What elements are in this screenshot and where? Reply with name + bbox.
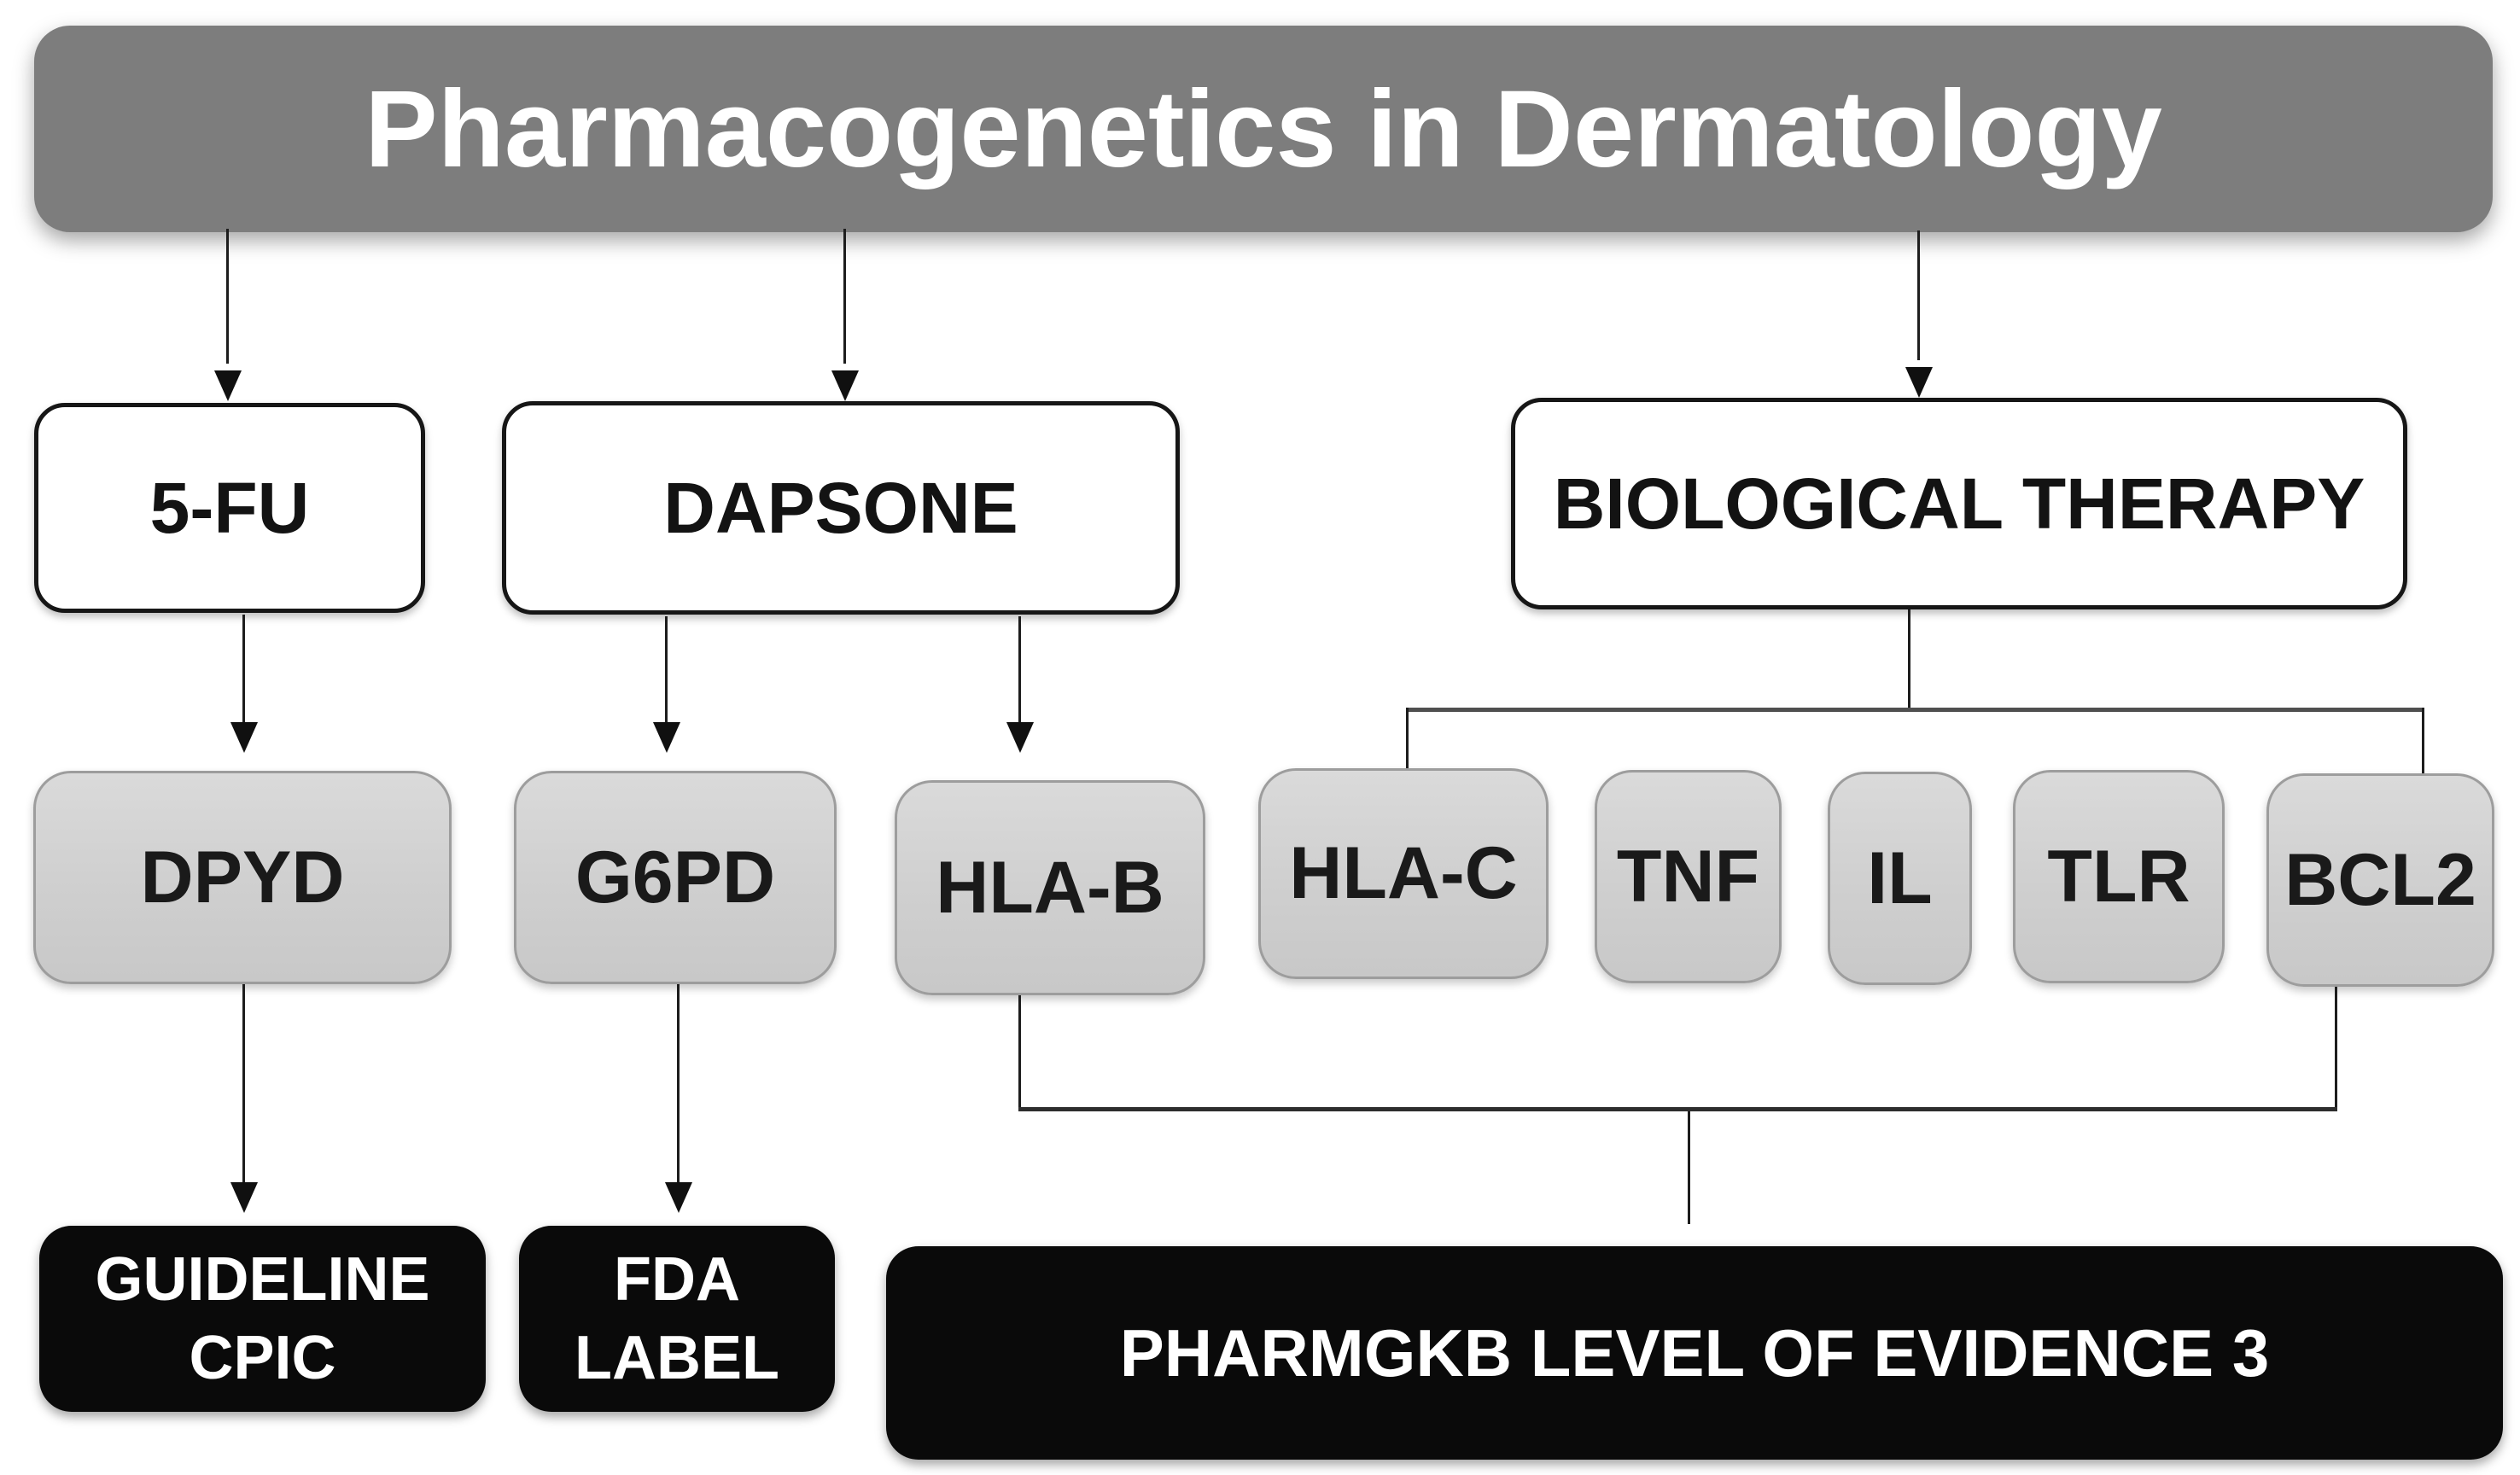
node-hla-b: HLA-B [895, 780, 1205, 995]
node-dpyd: DPYD [33, 771, 452, 984]
arrowhead-5fu-to-dpyd [230, 722, 258, 753]
node-biological-therapy: BIOLOGICAL THERAPY [1511, 398, 2407, 609]
connector-dapsone-to-g6pd [665, 616, 668, 722]
node-hla-b-label: HLA-B [936, 846, 1164, 929]
connector-hla-b-to-bracket [1018, 995, 1021, 1110]
node-guideline-cpic-line2: CPIC [189, 1324, 336, 1392]
connector-bracket-to-hla-c [1406, 708, 1409, 772]
connector-bcl2-to-bracket [2335, 987, 2337, 1110]
node-tlr-label: TLR [2047, 835, 2190, 918]
connector-dapsone-to-hla-b [1018, 616, 1021, 722]
node-pharmgkb-level-3: PHARMGKB LEVEL OF EVIDENCE 3 [886, 1246, 2503, 1460]
connector-bracket-to-bcl2 [2422, 708, 2424, 777]
connector-title-to-dapsone [843, 229, 846, 364]
arrowhead-dapsone-to-g6pd [653, 722, 680, 753]
connector-title-to-biological-therapy [1917, 230, 1920, 360]
node-dapsone: DAPSONE [502, 401, 1180, 615]
node-biological-therapy-label: BIOLOGICAL THERAPY [1553, 463, 2365, 544]
node-il-label: IL [1867, 837, 1933, 919]
node-dapsone-label: DAPSONE [663, 467, 1018, 548]
connector-biological-therapy-bracket [1407, 708, 2424, 712]
node-guideline-cpic-line1: GUIDELINE [95, 1245, 430, 1314]
node-g6pd: G6PD [514, 771, 837, 984]
connector-5fu-to-dpyd [242, 615, 245, 722]
title-banner: Pharmacogenetics in Dermatology [34, 26, 2493, 232]
node-hla-c-label: HLA-C [1289, 832, 1518, 914]
connector-biological-therapy-stub [1908, 609, 1910, 710]
arrowhead-title-to-biological-therapy [1905, 367, 1933, 398]
node-il: IL [1828, 772, 1972, 985]
node-5fu-label: 5-FU [149, 467, 310, 548]
connector-pharmgkb-bracket [1018, 1107, 2337, 1111]
node-fda-label-line2: LABEL [575, 1324, 779, 1392]
arrowhead-title-to-dapsone [831, 370, 859, 401]
node-bcl2: BCL2 [2266, 773, 2494, 987]
node-dpyd-label: DPYD [140, 836, 345, 918]
connector-title-to-5fu [226, 229, 229, 364]
node-guideline-cpic: GUIDELINE CPIC [39, 1226, 486, 1412]
node-fda-label: FDA LABEL [519, 1226, 835, 1412]
connector-g6pd-to-fda [677, 984, 680, 1182]
connector-bracket-to-pharmgkb [1688, 1111, 1690, 1224]
node-tnf-label: TNF [1616, 835, 1760, 918]
title-text: Pharmacogenetics in Dermatology [365, 67, 2162, 190]
node-5fu: 5-FU [34, 403, 425, 613]
node-g6pd-label: G6PD [575, 836, 776, 918]
arrowhead-dpyd-to-cpic [230, 1182, 258, 1213]
node-tlr: TLR [2013, 770, 2225, 983]
arrowhead-title-to-5fu [214, 370, 242, 401]
node-fda-label-line1: FDA [614, 1245, 740, 1314]
node-bcl2-label: BCL2 [2284, 838, 2476, 921]
arrowhead-dapsone-to-hla-b [1006, 722, 1034, 753]
connector-dpyd-to-cpic [242, 984, 245, 1182]
node-tnf: TNF [1595, 770, 1782, 983]
node-pharmgkb-level-3-label: PHARMGKB LEVEL OF EVIDENCE 3 [1119, 1315, 2270, 1390]
arrowhead-g6pd-to-fda [665, 1182, 692, 1213]
node-hla-c: HLA-C [1258, 768, 1549, 979]
